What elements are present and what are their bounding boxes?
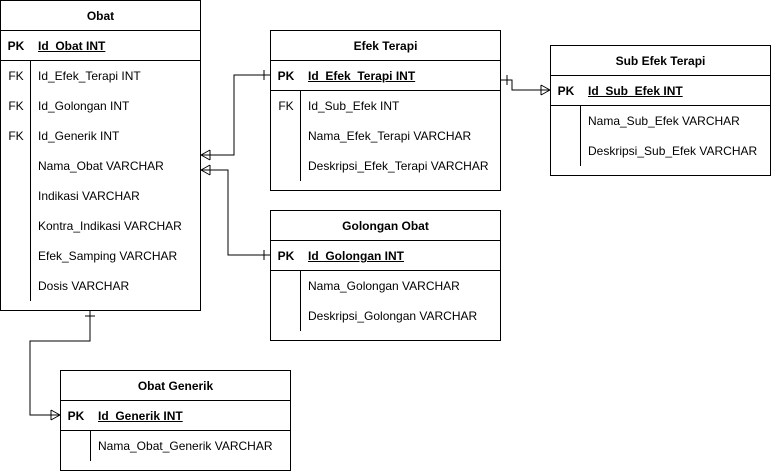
entity-obat[interactable]: Obat PK Id_Obat INT FK Id_Efek_Terapi IN… <box>0 0 201 311</box>
attribute-row: FK Id_Sub_Efek INT <box>271 91 500 121</box>
field-name: Deskripsi_Efek_Terapi VARCHAR <box>308 159 489 173</box>
field-name: Dosis VARCHAR <box>38 279 130 293</box>
attribute-row: Nama_Golongan VARCHAR <box>271 271 500 301</box>
field-name: Kontra_Indikasi VARCHAR <box>38 219 182 233</box>
field-name: Nama_Golongan VARCHAR <box>308 279 460 293</box>
key-label: PK <box>7 39 25 53</box>
entity-title: Obat <box>1 1 200 31</box>
attribute-row: Nama_Obat_Generik VARCHAR <box>61 431 290 461</box>
pk-row: PK Id_Generik INT <box>61 401 290 431</box>
key-label: FK <box>8 69 24 83</box>
entity-title: Sub Efek Terapi <box>551 46 770 76</box>
field-name: Nama_Efek_Terapi VARCHAR <box>308 129 472 143</box>
field-name: Indikasi VARCHAR <box>38 189 140 203</box>
entity-efek-terapi[interactable]: Efek Terapi PK Id_Efek_Terapi INT FK Id_… <box>270 30 501 191</box>
relationship-obat-obat-generik <box>29 311 95 421</box>
key-column-divider <box>300 91 301 181</box>
field-name: Nama_Sub_Efek VARCHAR <box>588 114 740 128</box>
relationship-obat-efek-terapi <box>200 70 270 161</box>
attribute-row: FK Id_Golongan INT <box>1 91 200 121</box>
attribute-row: Nama_Efek_Terapi VARCHAR <box>271 121 500 151</box>
field-name: Id_Generik INT <box>98 409 183 423</box>
entity-title: Golongan Obat <box>271 211 500 241</box>
attribute-row: Deskripsi_Efek_Terapi VARCHAR <box>271 151 500 181</box>
pk-row: PK Id_Golongan INT <box>271 241 500 271</box>
attribute-row: Kontra_Indikasi VARCHAR <box>1 211 200 241</box>
entity-title: Efek Terapi <box>271 31 500 61</box>
field-name: Id_Sub_Efek INT <box>588 84 683 98</box>
key-column-divider <box>300 271 301 331</box>
attribute-row: FK Id_Efek_Terapi INT <box>1 61 200 91</box>
key-label: FK <box>278 99 294 113</box>
field-name: Id_Generik INT <box>38 129 120 143</box>
attribute-row: Nama_Sub_Efek VARCHAR <box>551 106 770 136</box>
key-label: PK <box>277 249 295 263</box>
pk-row: PK Id_Efek_Terapi INT <box>271 61 500 91</box>
key-column-divider <box>580 106 581 166</box>
field-name: Id_Golongan INT <box>308 249 404 263</box>
pk-row: PK Id_Sub_Efek INT <box>551 76 770 106</box>
field-name: Id_Efek_Terapi INT <box>38 69 141 83</box>
field-name: Efek_Samping VARCHAR <box>38 249 178 263</box>
relationship-efek-terapi-sub-efek <box>501 75 551 96</box>
attribute-row: Indikasi VARCHAR <box>1 181 200 211</box>
field-name: Nama_Obat_Generik VARCHAR <box>98 439 273 453</box>
attribute-row: Nama_Obat VARCHAR <box>1 151 200 181</box>
entity-title: Obat Generik <box>61 371 290 401</box>
entity-sub-efek-terapi[interactable]: Sub Efek Terapi PK Id_Sub_Efek INT Nama_… <box>550 45 771 176</box>
key-column-divider <box>30 61 31 301</box>
field-name: Id_Obat INT <box>38 39 106 53</box>
attribute-row: FK Id_Generik INT <box>1 121 200 151</box>
attribute-row: Deskripsi_Sub_Efek VARCHAR <box>551 136 770 166</box>
key-label: PK <box>557 84 575 98</box>
field-name: Id_Golongan INT <box>38 99 130 113</box>
field-name: Id_Sub_Efek INT <box>308 99 400 113</box>
relationship-obat-golongan-obat <box>200 164 270 260</box>
field-name: Nama_Obat VARCHAR <box>38 159 164 173</box>
attribute-row: Dosis VARCHAR <box>1 271 200 301</box>
attribute-row: Efek_Samping VARCHAR <box>1 241 200 271</box>
field-name: Deskripsi_Golongan VARCHAR <box>308 309 478 323</box>
entity-golongan-obat[interactable]: Golongan Obat PK Id_Golongan INT Nama_Go… <box>270 210 501 341</box>
key-label: PK <box>67 409 85 423</box>
pk-row: PK Id_Obat INT <box>1 31 200 61</box>
key-label: FK <box>8 99 24 113</box>
key-label: FK <box>8 129 24 143</box>
field-name: Deskripsi_Sub_Efek VARCHAR <box>588 144 758 158</box>
key-label: PK <box>277 69 295 83</box>
field-name: Id_Efek_Terapi INT <box>308 69 416 83</box>
attribute-row: Deskripsi_Golongan VARCHAR <box>271 301 500 331</box>
key-column-divider <box>90 431 91 461</box>
